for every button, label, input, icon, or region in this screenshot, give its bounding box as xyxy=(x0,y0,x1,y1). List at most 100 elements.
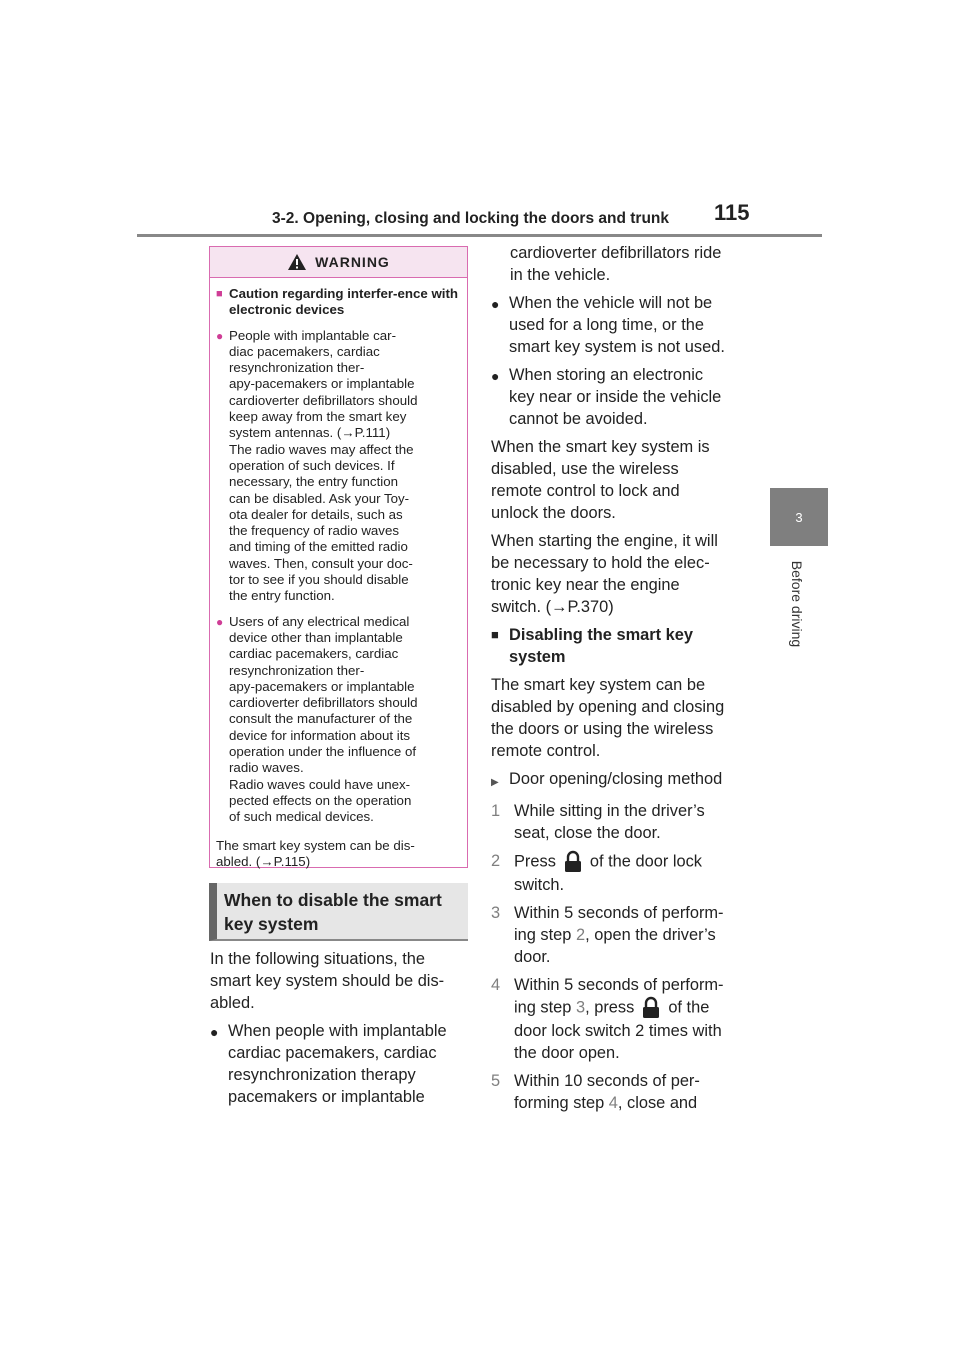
step-4: 4 Within 5 seconds of perform- ing step … xyxy=(491,976,724,1062)
chapter-tab: 3 xyxy=(770,488,828,546)
paragraph: When the smart key system is disabled, us… xyxy=(491,436,753,524)
text-line: operation under the influence of xyxy=(229,744,417,760)
left-column: In the following situations, the smart ke… xyxy=(210,948,472,1108)
text-line: the doors or using the wireless xyxy=(491,720,714,738)
text-line: The radio waves may affect the xyxy=(229,441,414,457)
text-line: tor to see if you should disable xyxy=(229,572,409,588)
dot-bullet-icon: ● xyxy=(216,614,224,629)
right-column: cardioverter defibrillators ride in the v… xyxy=(491,242,753,1114)
square-bullet-icon: ■ xyxy=(491,627,499,642)
warning-header: WARNING xyxy=(210,247,467,278)
text-line: ota dealer for details, such as xyxy=(229,506,403,522)
warning-note: The smart key system can be dis-abled. (… xyxy=(216,838,461,871)
section-title-line: key system xyxy=(224,914,319,934)
chapter-label: Before driving xyxy=(789,560,805,648)
text-line: switch. (→P.370) xyxy=(491,598,614,616)
lock-icon xyxy=(562,850,584,874)
text-line: in the vehicle. xyxy=(510,266,611,284)
text-line: apy-pacemakers or implantable xyxy=(229,678,415,694)
text-line: resynchronization therapy xyxy=(228,1066,416,1084)
paragraph: When starting the engine, it will be nece… xyxy=(491,530,753,618)
warning-triangle-icon xyxy=(288,254,307,270)
dot-bullet-icon: ● xyxy=(491,368,500,384)
text-line: cardioverter defibrillators should xyxy=(229,392,418,408)
warning-bullet: ● People with implantable car-diac pacem… xyxy=(216,328,461,605)
text-line: Users of any electrical medical xyxy=(229,613,410,629)
text-line: smart key system is not used. xyxy=(509,338,725,356)
text-line: When starting the engine, it will xyxy=(491,532,718,550)
text-line: When storing an electronic xyxy=(509,366,704,384)
subheading-line: system xyxy=(509,648,566,666)
step-3: 3 Within 5 seconds of perform- ing step … xyxy=(491,904,724,966)
text-line: abled. (→P.115) xyxy=(216,853,311,869)
text-line: In the following situations, the xyxy=(210,950,426,968)
dot-bullet-icon: ● xyxy=(491,296,500,312)
text-line: When people with implantable xyxy=(228,1022,447,1040)
text-line: disabled, use the wireless xyxy=(491,460,679,478)
text-line: abled. xyxy=(210,994,255,1012)
text-line: cardiac pacemakers, cardiac xyxy=(229,646,399,662)
text-line: The smart key system can be dis- xyxy=(216,837,415,853)
text-line: the entry function. xyxy=(229,588,335,604)
paragraph: The smart key system can be disabled by o… xyxy=(491,674,753,762)
text-line: disabled by opening and closing xyxy=(491,698,725,716)
subheading-line: Disabling the smart key xyxy=(509,626,694,644)
text-line: tronic key near the engine xyxy=(491,576,680,594)
text-line: The smart key system can be xyxy=(491,676,706,694)
subheading: ■ Disabling the smart key system xyxy=(491,624,753,668)
text-line: keep away from the smart key xyxy=(229,409,407,425)
text-line: waves. Then, consult your doc- xyxy=(229,555,413,571)
text-line: cardiac pacemakers, cardiac xyxy=(228,1044,437,1062)
triangle-right-icon: ▶ xyxy=(491,777,499,788)
bullet-continuation: cardioverter defibrillators ride in the v… xyxy=(491,242,753,286)
text-line: device for information about its xyxy=(229,727,411,743)
text-line: resynchronization ther- xyxy=(229,360,365,376)
text-line: necessary, the entry function xyxy=(229,474,399,490)
text-line: People with implantable car- xyxy=(229,327,397,343)
text-line: smart key system should be dis- xyxy=(210,972,445,990)
text-line: apy-pacemakers or implantable xyxy=(229,376,415,392)
text-line: the frequency of radio waves xyxy=(229,523,400,539)
text-line: be necessary to hold the elec- xyxy=(491,554,710,572)
step-5: 5 Within 10 seconds of per- forming step… xyxy=(491,1072,700,1112)
intro-paragraph: In the following situations, the smart ke… xyxy=(210,948,472,1014)
dot-bullet-icon: ● xyxy=(216,328,224,343)
text-line: system antennas. (→P.111) xyxy=(229,425,391,441)
text-line: and timing of the emitted radio xyxy=(229,539,408,555)
method-item: ▶ Door opening/closing method xyxy=(491,768,753,794)
warning-title: WARNING xyxy=(315,254,390,270)
text-line: can be disabled. Ask your Toy- xyxy=(229,490,410,506)
warning-box: WARNING ■ Caution regarding interfer-enc… xyxy=(209,246,468,871)
bullet-item: ● When people with implantable cardiac pa… xyxy=(210,1020,472,1108)
text-line: remote control. xyxy=(491,742,601,760)
page-header: 3-2. Opening, closing and locking the do… xyxy=(137,200,822,237)
text-line: When the vehicle will not be xyxy=(509,294,713,312)
page-number: 115 xyxy=(714,200,750,225)
text-line: key near or inside the vehicle xyxy=(509,388,722,406)
warning-subheading: ■ Caution regarding interfer-ence with e… xyxy=(216,286,459,318)
text-line: operation of such devices. If xyxy=(229,457,395,473)
text-line: device other than implantable xyxy=(229,629,403,645)
text-line: cardioverter defibrillators ride xyxy=(510,244,722,262)
text-line: radio waves. xyxy=(229,760,304,776)
text-line: When the smart key system is xyxy=(491,438,710,456)
text-line: seat, close the door. xyxy=(514,824,661,842)
text-line: of such medical devices. xyxy=(229,809,374,825)
text-line: pacemakers or implantable xyxy=(228,1088,425,1106)
section-title: 3-2. Opening, closing and locking the do… xyxy=(272,210,670,227)
square-bullet-icon: ■ xyxy=(216,288,223,300)
lock-icon xyxy=(640,996,662,1020)
text-line: resynchronization ther- xyxy=(229,662,365,678)
text-line: diac pacemakers, cardiac xyxy=(229,343,380,359)
text-line: pected effects on the operation xyxy=(229,792,412,808)
text-line: cannot be avoided. xyxy=(509,410,648,428)
text-line: unlock the doors. xyxy=(491,504,616,522)
dot-bullet-icon: ● xyxy=(210,1024,219,1040)
text-line: Radio waves could have unex- xyxy=(229,776,411,792)
text-line: consult the manufacturer of the xyxy=(229,711,413,727)
